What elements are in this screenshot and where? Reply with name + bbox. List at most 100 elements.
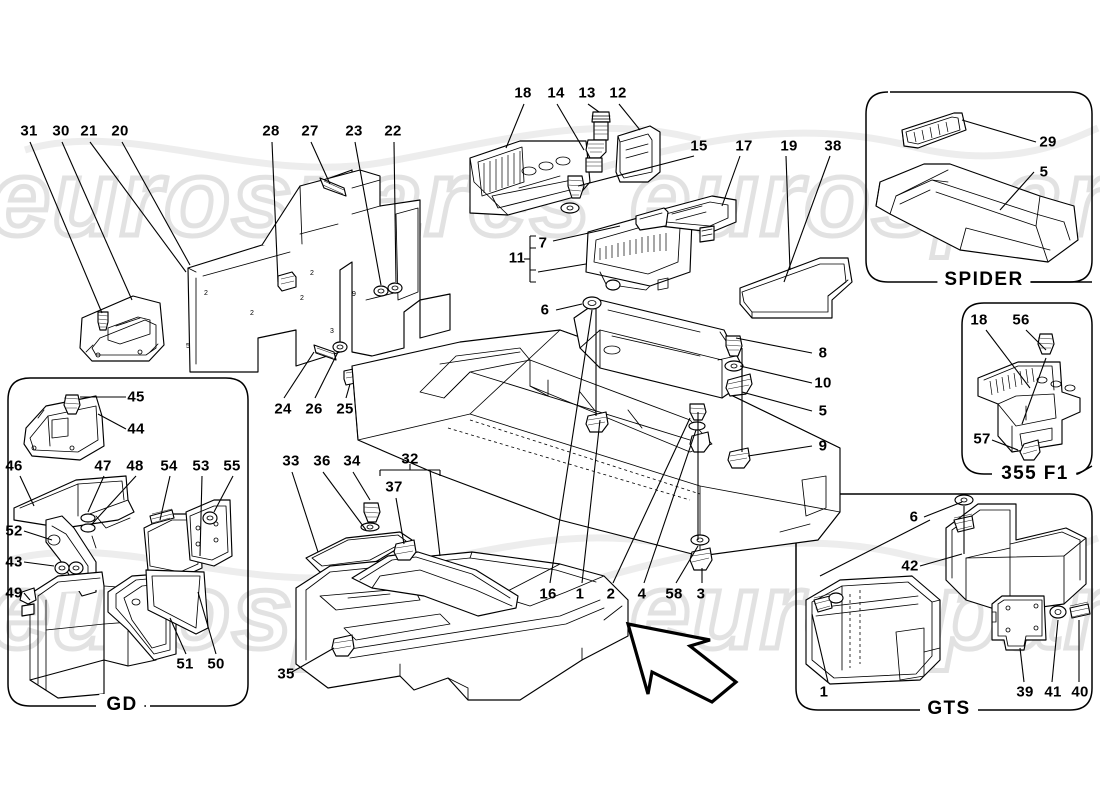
part-switch-17 xyxy=(635,195,737,243)
callout-25: 25 xyxy=(336,400,354,418)
callout-58: 58 xyxy=(665,585,683,603)
callout-37: 37 xyxy=(385,478,403,496)
part-tunnel-rear-shelf-5 xyxy=(573,299,743,399)
callout-52: 52 xyxy=(5,522,23,540)
group-label-spider: SPIDER xyxy=(937,269,1031,291)
part-gts-box-42 xyxy=(945,494,1087,613)
part-gts-bracket-39 xyxy=(991,595,1091,651)
svg-text:2: 2 xyxy=(250,310,254,317)
callout-18b: 18 xyxy=(970,311,988,329)
part-ashtray-front-18 xyxy=(469,140,591,216)
svg-text:2: 2 xyxy=(204,290,208,297)
leader-lines xyxy=(19,103,1080,683)
svg-text:3: 3 xyxy=(330,328,334,335)
callout-57: 57 xyxy=(973,430,991,448)
callout-20: 20 xyxy=(111,122,129,140)
callout-1b: 1 xyxy=(819,683,829,701)
hardware-f1 xyxy=(1019,333,1055,461)
part-spider-grille-29 xyxy=(901,112,967,149)
part-gd-rib-panels-50-53 xyxy=(107,499,233,661)
callout-6: 6 xyxy=(540,301,550,319)
callout-47: 47 xyxy=(94,457,112,475)
callout-54: 54 xyxy=(160,457,178,475)
callout-11: 11 xyxy=(508,249,526,267)
callout-8: 8 xyxy=(818,344,828,362)
part-f1-console-18 xyxy=(977,361,1081,453)
callout-42: 42 xyxy=(901,557,919,575)
group-label-f1: 355 F1 xyxy=(994,463,1076,485)
part-spider-tunnel-5 xyxy=(875,163,1079,263)
callout-1: 1 xyxy=(575,585,585,603)
callout-56: 56 xyxy=(1012,311,1030,329)
direction-arrow xyxy=(625,621,739,704)
group-label-gts: GTS xyxy=(920,698,978,720)
callout-27: 27 xyxy=(301,122,319,140)
callout-51: 51 xyxy=(176,655,194,673)
part-coin-holder-12 xyxy=(615,125,661,183)
callout-39: 39 xyxy=(1016,683,1034,701)
callout-9: 9 xyxy=(818,437,828,455)
callout-48: 48 xyxy=(126,457,144,475)
part-lighter-13-14 xyxy=(585,111,611,173)
callout-33: 33 xyxy=(282,452,300,470)
callout-55: 55 xyxy=(223,457,241,475)
svg-text:2: 2 xyxy=(310,270,314,277)
part-center-console-body-32 xyxy=(295,551,629,701)
hardware-lower-console xyxy=(331,502,417,657)
callout-45: 45 xyxy=(127,388,145,406)
callout-43: 43 xyxy=(5,553,23,571)
svg-text:9: 9 xyxy=(352,291,356,298)
callout-16: 16 xyxy=(539,585,557,603)
callout-41: 41 xyxy=(1044,683,1062,701)
callout-5b: 5 xyxy=(1039,163,1049,181)
part-console-switch-panel-7 xyxy=(585,213,693,291)
callout-7: 7 xyxy=(538,234,548,252)
svg-text:5: 5 xyxy=(186,343,190,350)
callout-29: 29 xyxy=(1039,133,1057,151)
callout-15: 15 xyxy=(690,137,708,155)
callout-53: 53 xyxy=(192,457,210,475)
callout-2: 2 xyxy=(606,585,616,603)
callout-22: 22 xyxy=(384,122,402,140)
callout-19: 19 xyxy=(780,137,798,155)
group-label-gd: GD xyxy=(99,694,145,716)
part-rear-console-trim xyxy=(79,295,165,362)
callout-34: 34 xyxy=(343,452,361,470)
hardware-15-screw xyxy=(560,175,585,214)
callout-3: 3 xyxy=(696,585,706,603)
group-box-f1 xyxy=(961,302,1093,475)
callout-46: 46 xyxy=(5,457,23,475)
group-box-gd xyxy=(7,377,249,707)
callout-17: 17 xyxy=(735,137,753,155)
callout-21: 21 xyxy=(80,122,98,140)
part-gts-lining-1 xyxy=(805,575,941,685)
callout-4: 4 xyxy=(637,585,647,603)
callout-23: 23 xyxy=(345,122,363,140)
callout-36: 36 xyxy=(313,452,331,470)
part-tunnel-rear-bracket: 2 2 9 3 xyxy=(261,169,451,357)
callout-5: 5 xyxy=(818,402,828,420)
callout-50: 50 xyxy=(207,655,225,673)
svg-text:2: 2 xyxy=(300,295,304,302)
callout-10: 10 xyxy=(814,374,832,392)
callout-24: 24 xyxy=(274,400,292,418)
callout-26: 26 xyxy=(305,400,323,418)
callout-35: 35 xyxy=(277,665,295,683)
hardware-top-left xyxy=(277,177,403,297)
callout-40: 40 xyxy=(1071,683,1089,701)
callout-6b: 6 xyxy=(909,508,919,526)
callout-30: 30 xyxy=(52,122,70,140)
hardware-tunnel-fasteners xyxy=(582,296,753,571)
callout-31: 31 xyxy=(20,122,38,140)
callout-49: 49 xyxy=(5,584,23,602)
callout-28: 28 xyxy=(262,122,280,140)
callout-18: 18 xyxy=(514,84,532,102)
callout-14: 14 xyxy=(547,84,565,102)
callout-12: 12 xyxy=(609,84,627,102)
part-gd-tray-44 xyxy=(23,394,105,461)
callout-32: 32 xyxy=(401,450,419,468)
callout-38: 38 xyxy=(824,137,842,155)
callout-44: 44 xyxy=(127,420,145,438)
